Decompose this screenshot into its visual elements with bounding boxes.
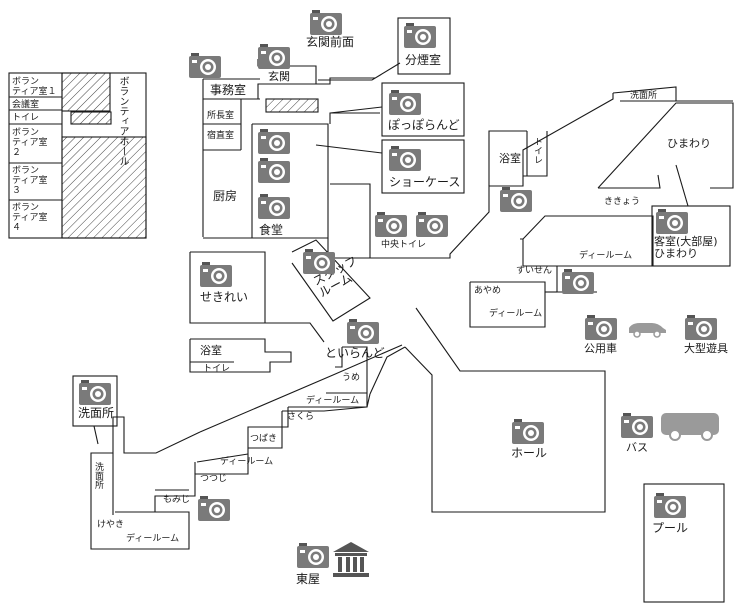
label-pool: プール (652, 521, 689, 535)
key-room-volunteer-1: ボラン ティア室１ (12, 77, 57, 97)
camera-icon[interactable] (257, 193, 291, 220)
label-jimushitsu: 事務室 (210, 83, 247, 97)
car-icon (629, 323, 666, 338)
label-senmenjo-east: 洗面所 (630, 91, 658, 101)
camera-icon[interactable] (346, 318, 380, 345)
label-bus: バス (626, 441, 648, 454)
label-toilet-east: トイレ (532, 137, 542, 164)
key-hall-label: ボランティアホール (117, 76, 128, 166)
label-tsubaki: つばき (250, 434, 278, 444)
camera-icon[interactable] (78, 379, 112, 406)
label-yokushitsu-east: 浴室 (499, 152, 521, 165)
label-day-room-5: ディールーム (126, 534, 180, 544)
label-showcase: ショーケース (389, 175, 461, 189)
bus-icon (661, 413, 719, 441)
camera-icon[interactable] (499, 186, 533, 213)
camera-icon[interactable] (388, 145, 422, 172)
camera-icon[interactable] (684, 314, 718, 341)
label-shokudo: 食堂 (259, 223, 284, 237)
camera-icon[interactable] (511, 418, 545, 445)
label-shukuchokushitsu: 宿直室 (207, 131, 235, 141)
label-chubo: 厨房 (213, 189, 238, 203)
label-day-room-2: ディールーム (489, 309, 543, 319)
camera-icon[interactable] (620, 412, 654, 439)
label-keyaki: けやき (97, 520, 125, 530)
label-bunenshitsu: 分煙室 (405, 53, 442, 67)
key-room-volunteer-3: ボラン ティア室 ３ (12, 166, 48, 196)
key-room-volunteer-2: ボラン ティア室 ２ (12, 128, 48, 158)
label-himawari: ひまわり (667, 137, 711, 150)
label-genkan-zenmen: 玄関前面 (306, 35, 355, 49)
label-day-room-1: ディールーム (579, 251, 633, 261)
label-kikyo: ききょう (604, 197, 641, 207)
camera-icon[interactable] (199, 261, 233, 288)
camera-icon[interactable] (257, 43, 291, 70)
camera-icon[interactable] (584, 314, 618, 341)
key-room-meeting: 会議室 (12, 100, 40, 110)
label-senmenjo-west: 洗面所 (78, 406, 115, 420)
camera-icon[interactable] (188, 52, 222, 79)
camera-icon[interactable] (415, 211, 449, 238)
camera-icon[interactable] (561, 268, 595, 295)
label-ogata-yugu: 大型遊具 (684, 342, 728, 355)
label-ume: うめ (342, 373, 361, 383)
camera-icon[interactable] (403, 22, 437, 49)
label-toilet-west: トイレ (203, 364, 231, 374)
camera-icon[interactable] (309, 9, 343, 36)
label-kyakushitsu: 客室(大部屋) ひまわり (654, 235, 718, 260)
label-yokushitsu-west: 浴室 (200, 344, 222, 357)
label-chuo-toilet: 中央トイレ (381, 240, 427, 250)
label-ayame: あやめ (474, 286, 502, 296)
pavilion-icon (333, 542, 369, 577)
label-hall: ホール (511, 446, 548, 460)
camera-icon[interactable] (257, 128, 291, 155)
label-seirei: せきれい (200, 290, 249, 304)
key-room-volunteer-4: ボラン ティア室 ４ (12, 203, 48, 233)
label-senmenjo-corridor: 洗面所 (93, 462, 103, 489)
label-popporando: ぽっぽらんど (388, 118, 460, 132)
camera-icon[interactable] (374, 211, 408, 238)
label-genkan: 玄関 (268, 70, 290, 83)
camera-icon[interactable] (197, 495, 231, 522)
label-shochoshitsu: 所長室 (207, 111, 235, 121)
camera-icon[interactable] (302, 248, 336, 275)
label-day-room-4: ディールーム (220, 457, 274, 467)
label-sakura: さくら (287, 412, 315, 422)
camera-icon[interactable] (296, 542, 330, 569)
label-day-room-3: ディールーム (306, 396, 360, 406)
label-torando: といらんど (325, 346, 385, 360)
camera-icon[interactable] (655, 208, 689, 235)
label-azumaya: 東屋 (296, 572, 321, 586)
camera-icon[interactable] (257, 157, 291, 184)
label-koyosha: 公用車 (584, 342, 617, 355)
key-room-toilet: トイレ (12, 113, 40, 123)
camera-icon[interactable] (388, 89, 422, 116)
camera-icon[interactable] (653, 492, 687, 519)
label-momiji: もみじ (163, 495, 191, 505)
label-tsutsuji: つつじ (200, 474, 228, 484)
label-suisen: すいせん (516, 266, 553, 276)
